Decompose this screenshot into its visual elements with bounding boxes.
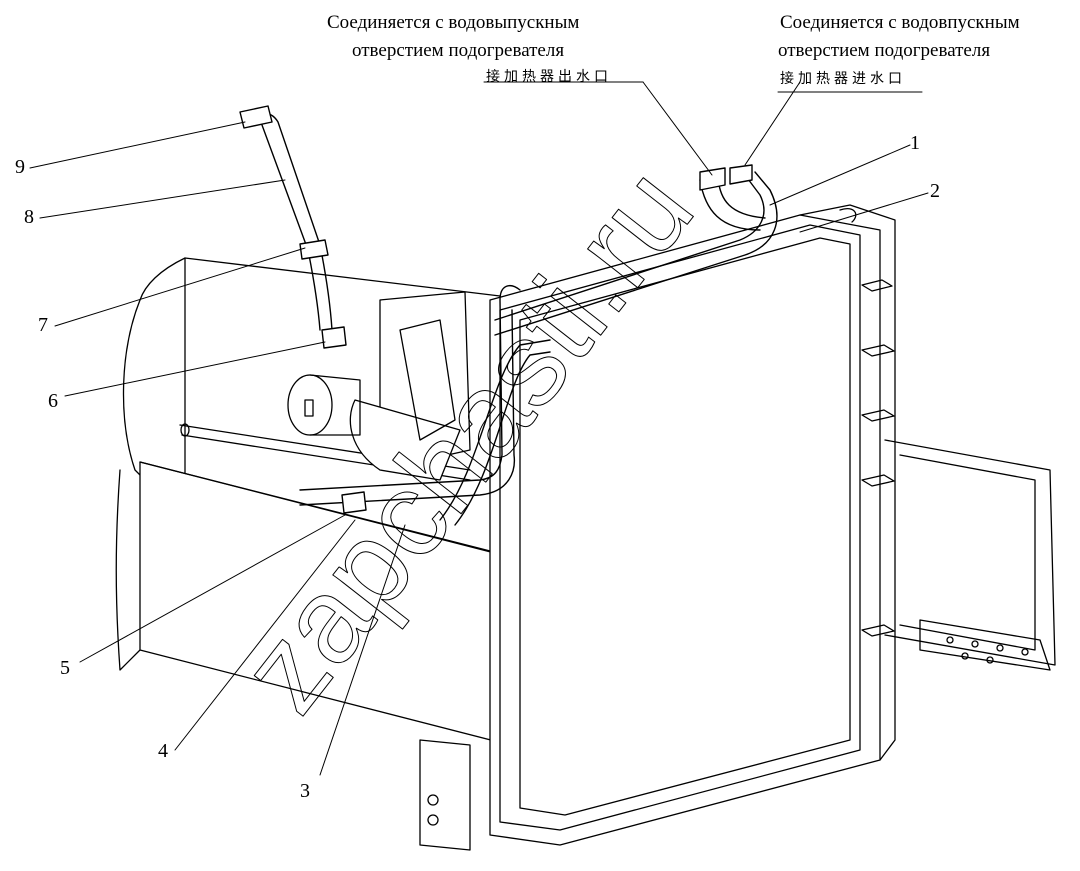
callout-8: 8	[24, 206, 34, 228]
callout-1: 1	[910, 132, 920, 154]
callout-4: 4	[158, 740, 168, 762]
callout-5: 5	[60, 657, 70, 679]
radiator	[489, 204, 896, 846]
heater-unit	[287, 291, 471, 481]
callout-9: 9	[15, 156, 25, 178]
mount-bracket	[884, 439, 1056, 671]
inlet-annotation-ru-line1: Соединяется с водовпускным	[780, 12, 1020, 33]
callout-6: 6	[48, 390, 58, 412]
outlet-annotation-cn: 接加热器出水口	[486, 69, 612, 85]
inlet-annotation-cn: 接加热器进水口	[780, 71, 906, 87]
support-post	[419, 739, 471, 851]
inlet-annotation-ru-line2: отверстием подогревателя	[778, 40, 991, 61]
outlet-annotation-ru-line1: Соединяется с водовыпускным	[327, 12, 580, 33]
leader-lines	[29, 81, 929, 776]
callout-7: 7	[38, 314, 48, 336]
callout-3: 3	[300, 780, 310, 802]
callout-2: 2	[930, 180, 940, 202]
outlet-annotation-ru-line2: отверстием подогревателя	[352, 40, 565, 61]
